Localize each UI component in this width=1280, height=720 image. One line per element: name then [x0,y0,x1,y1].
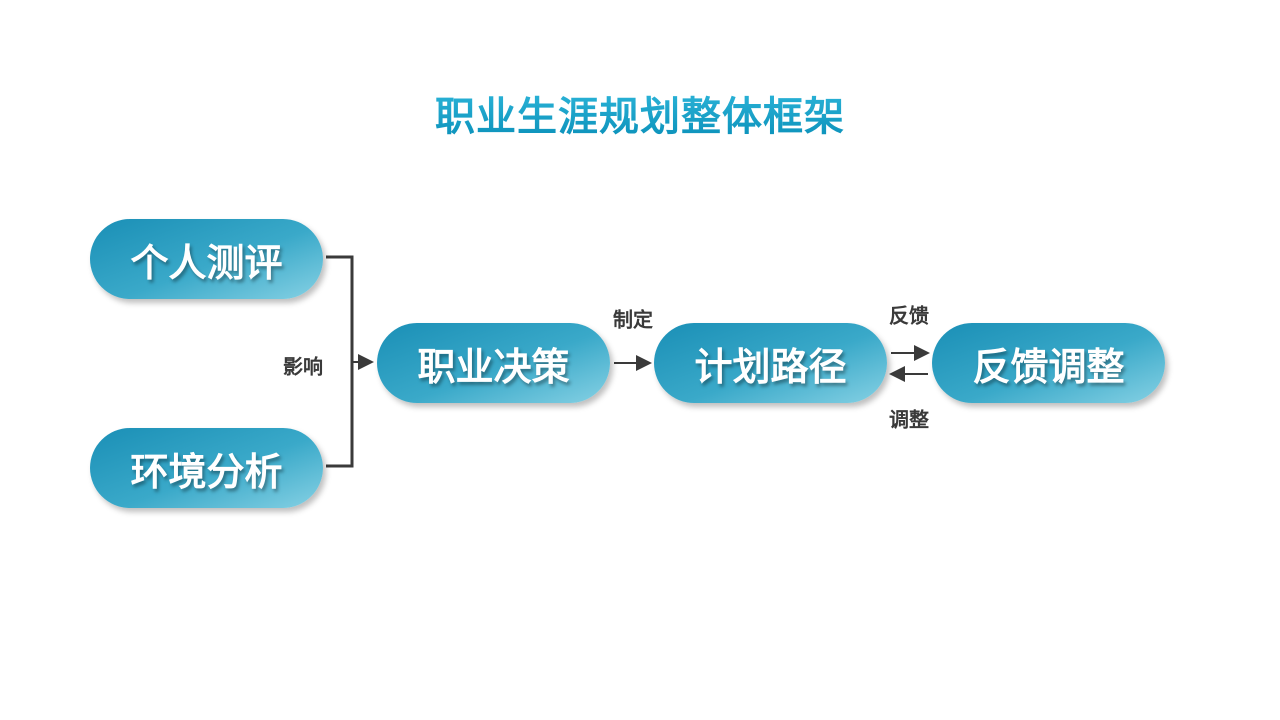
label-influence: 影响 [283,354,323,379]
label-feedback: 反馈 [889,303,929,328]
node-plan: 计划路径 [654,323,887,403]
node-feedback: 反馈调整 [932,323,1165,403]
node-assessment: 个人测评 [90,219,323,299]
node-environment: 环境分析 [90,428,323,508]
label-adjust: 调整 [889,407,929,432]
node-decision: 职业决策 [377,323,610,403]
diagram-title: 职业生涯规划整体框架 [0,84,1280,142]
bracket-line [326,255,354,468]
label-formulate: 制定 [613,307,653,332]
